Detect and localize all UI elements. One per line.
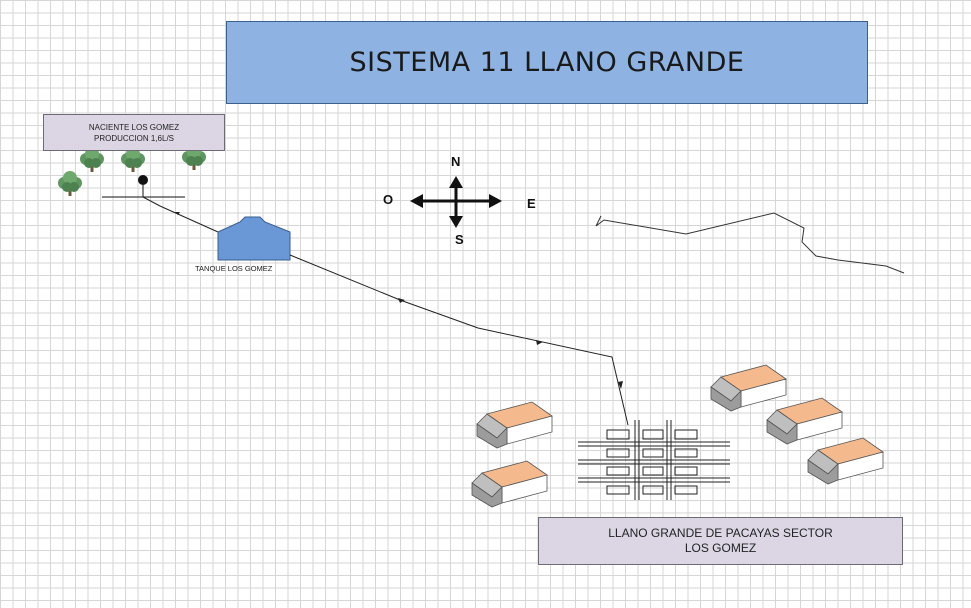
compass-west: O — [383, 192, 393, 207]
house-icon — [807, 437, 884, 485]
pipe-tank-to-community — [289, 254, 629, 426]
source-name: NACIENTE LOS GOMEZ — [88, 122, 180, 132]
diagram-title: SISTEMA 11 LLANO GRANDE — [349, 47, 745, 78]
tank-label: TANQUE LOS GOMEZ — [195, 264, 273, 273]
destination-label-box: LLANO GRANDE DE PACAYAS SECTOR LOS GOMEZ — [538, 517, 903, 565]
water-source-icon — [102, 175, 185, 198]
river-line — [595, 212, 905, 274]
house-icon — [471, 460, 548, 508]
compass-south: S — [455, 232, 464, 247]
house-icon — [476, 401, 553, 449]
compass-icon — [410, 176, 502, 228]
destination-line-2: LOS GOMEZ — [684, 541, 757, 555]
title-box: SISTEMA 11 LLANO GRANDE — [226, 21, 868, 104]
tree-icon — [58, 171, 82, 196]
house-icon — [766, 397, 843, 445]
pipe-source-to-tank — [142, 196, 219, 233]
compass-north: N — [451, 154, 460, 169]
source-production: PRODUCCION 1,6L/S — [93, 133, 175, 143]
source-label-box: NACIENTE LOS GOMEZ PRODUCCION 1,6L/S — [43, 114, 225, 151]
compass-east: E — [527, 196, 536, 211]
house-icon — [710, 364, 787, 412]
street-grid-icon — [578, 420, 730, 500]
destination-line-1: LLANO GRANDE DE PACAYAS SECTOR — [608, 526, 833, 540]
tank-icon — [217, 216, 291, 261]
